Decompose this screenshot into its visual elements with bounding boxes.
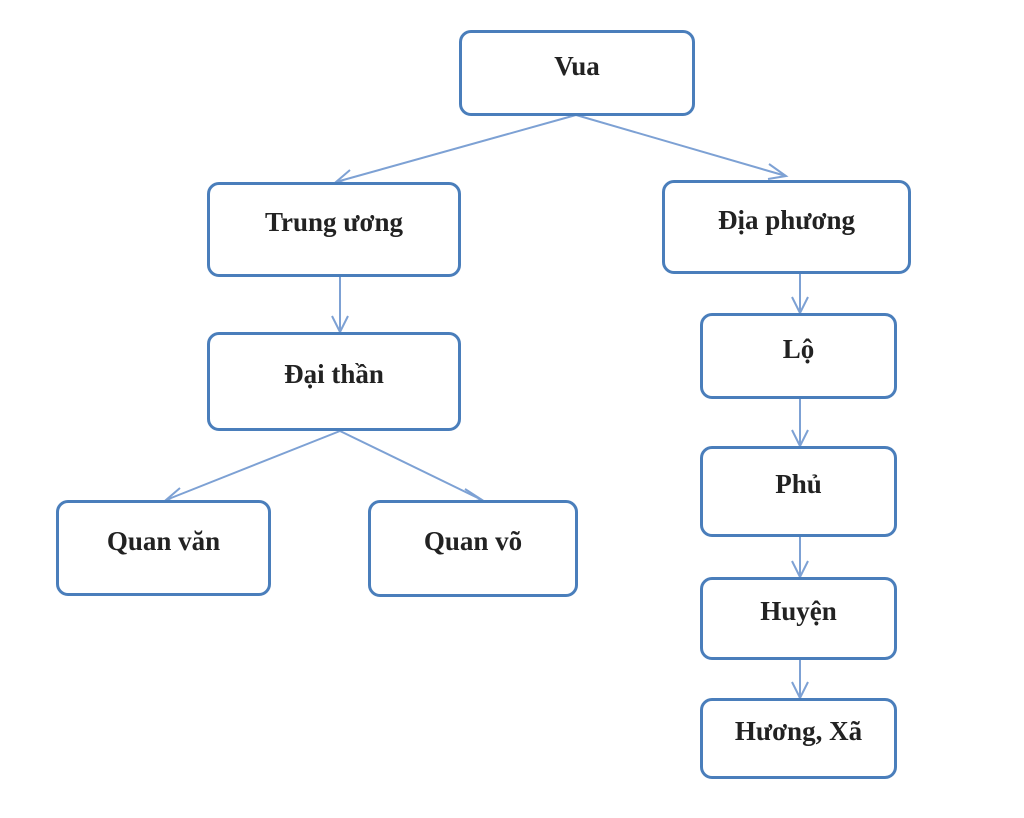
node-quan-van: Quan văn xyxy=(56,500,271,596)
node-label-dia-phuong: Địa phương xyxy=(718,204,855,235)
node-label-trung-uong: Trung ương xyxy=(265,207,403,237)
node-dai-than: Đại thần xyxy=(207,332,461,431)
node-label-lo: Lộ xyxy=(782,333,815,364)
node-label-phu: Phủ xyxy=(775,469,822,499)
edge-dai-than-quan-vo xyxy=(339,430,485,504)
node-label-dai-than: Đại thần xyxy=(284,359,384,389)
edge-vua-trung-uong xyxy=(333,114,577,185)
node-label-huyen: Huyện xyxy=(760,596,837,626)
node-trung-uong: Trung ương xyxy=(207,182,461,277)
edge-vua-dia-phuong xyxy=(575,114,789,180)
node-dia-phuong: Địa phương xyxy=(662,180,911,274)
edge-dia-phuong-lo xyxy=(791,274,809,316)
edge-dai-than-quan-van xyxy=(163,430,341,504)
edge-huyen-huong-xa xyxy=(791,660,809,701)
node-huyen: Huyện xyxy=(700,577,897,660)
edge-lo-phu xyxy=(791,399,809,449)
node-label-huong-xa: Hương, Xã xyxy=(734,716,863,746)
node-label-vua: Vua xyxy=(554,50,600,81)
node-label-quan-vo: Quan võ xyxy=(423,526,523,556)
node-lo: Lộ xyxy=(700,313,897,399)
node-phu: Phủ xyxy=(700,446,897,537)
edge-phu-huyen xyxy=(791,537,809,580)
node-quan-vo: Quan võ xyxy=(368,500,578,597)
node-label-quan-van: Quan văn xyxy=(106,525,221,556)
edge-trung-uong-dai-than xyxy=(331,277,349,335)
node-huong-xa: Hương, Xã xyxy=(700,698,897,779)
node-vua: Vua xyxy=(459,30,695,116)
